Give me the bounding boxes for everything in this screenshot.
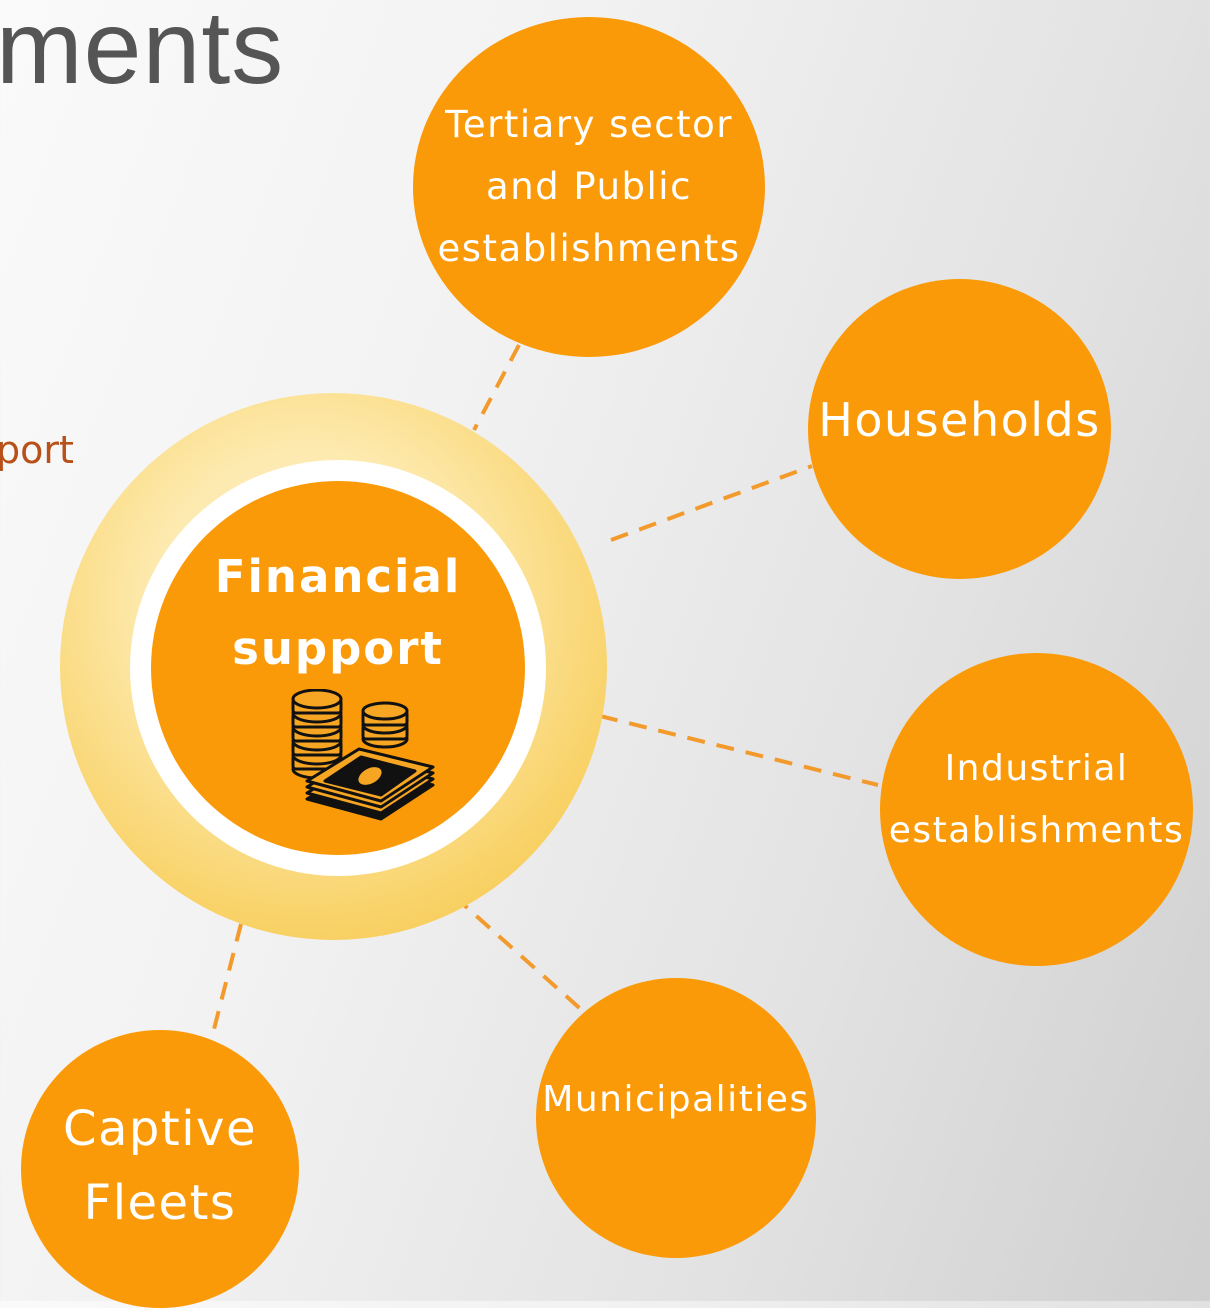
- node-tertiary-line3: establishments: [437, 227, 741, 270]
- node-tertiary-sector: Tertiary sector and Public establishment…: [413, 17, 765, 357]
- money-coins-banknotes-icon: [291, 689, 435, 821]
- connector-captive: [211, 923, 243, 1034]
- node-households-label: Households: [818, 393, 1101, 447]
- center-label: Financial support: [151, 541, 525, 685]
- connector-households: [610, 464, 813, 542]
- node-captive-fleets: Captive Fleets: [21, 1030, 299, 1308]
- node-industrial-line1: Industrial: [944, 747, 1129, 789]
- node-tertiary-line1: Tertiary sector: [445, 103, 733, 146]
- node-households: Households: [808, 279, 1111, 579]
- coin-stack-right: [361, 701, 409, 749]
- node-captive-line2: Fleets: [83, 1175, 237, 1231]
- connector-municipalities: [452, 894, 587, 1015]
- node-industrial-line2: establishments: [888, 809, 1185, 851]
- center-label-line2: support: [232, 622, 444, 675]
- node-tertiary-line2: and Public: [486, 165, 692, 208]
- connector-tertiary: [472, 344, 521, 431]
- coin-stack-left: [291, 689, 343, 780]
- connector-industrial: [599, 714, 879, 787]
- slide-title: ments: [0, 0, 285, 106]
- center-label-line1: Financial: [214, 550, 462, 603]
- node-captive-line1: Captive: [63, 1101, 257, 1157]
- node-industrial: Industrial establishments: [880, 653, 1193, 966]
- node-municipalities-label: Municipalities: [542, 1079, 810, 1120]
- node-municipalities: Municipalities: [536, 978, 816, 1258]
- banknote-stack: [305, 747, 435, 821]
- side-text-fragment: port: [0, 428, 74, 472]
- center-node-financial-support: Financial support: [151, 481, 525, 855]
